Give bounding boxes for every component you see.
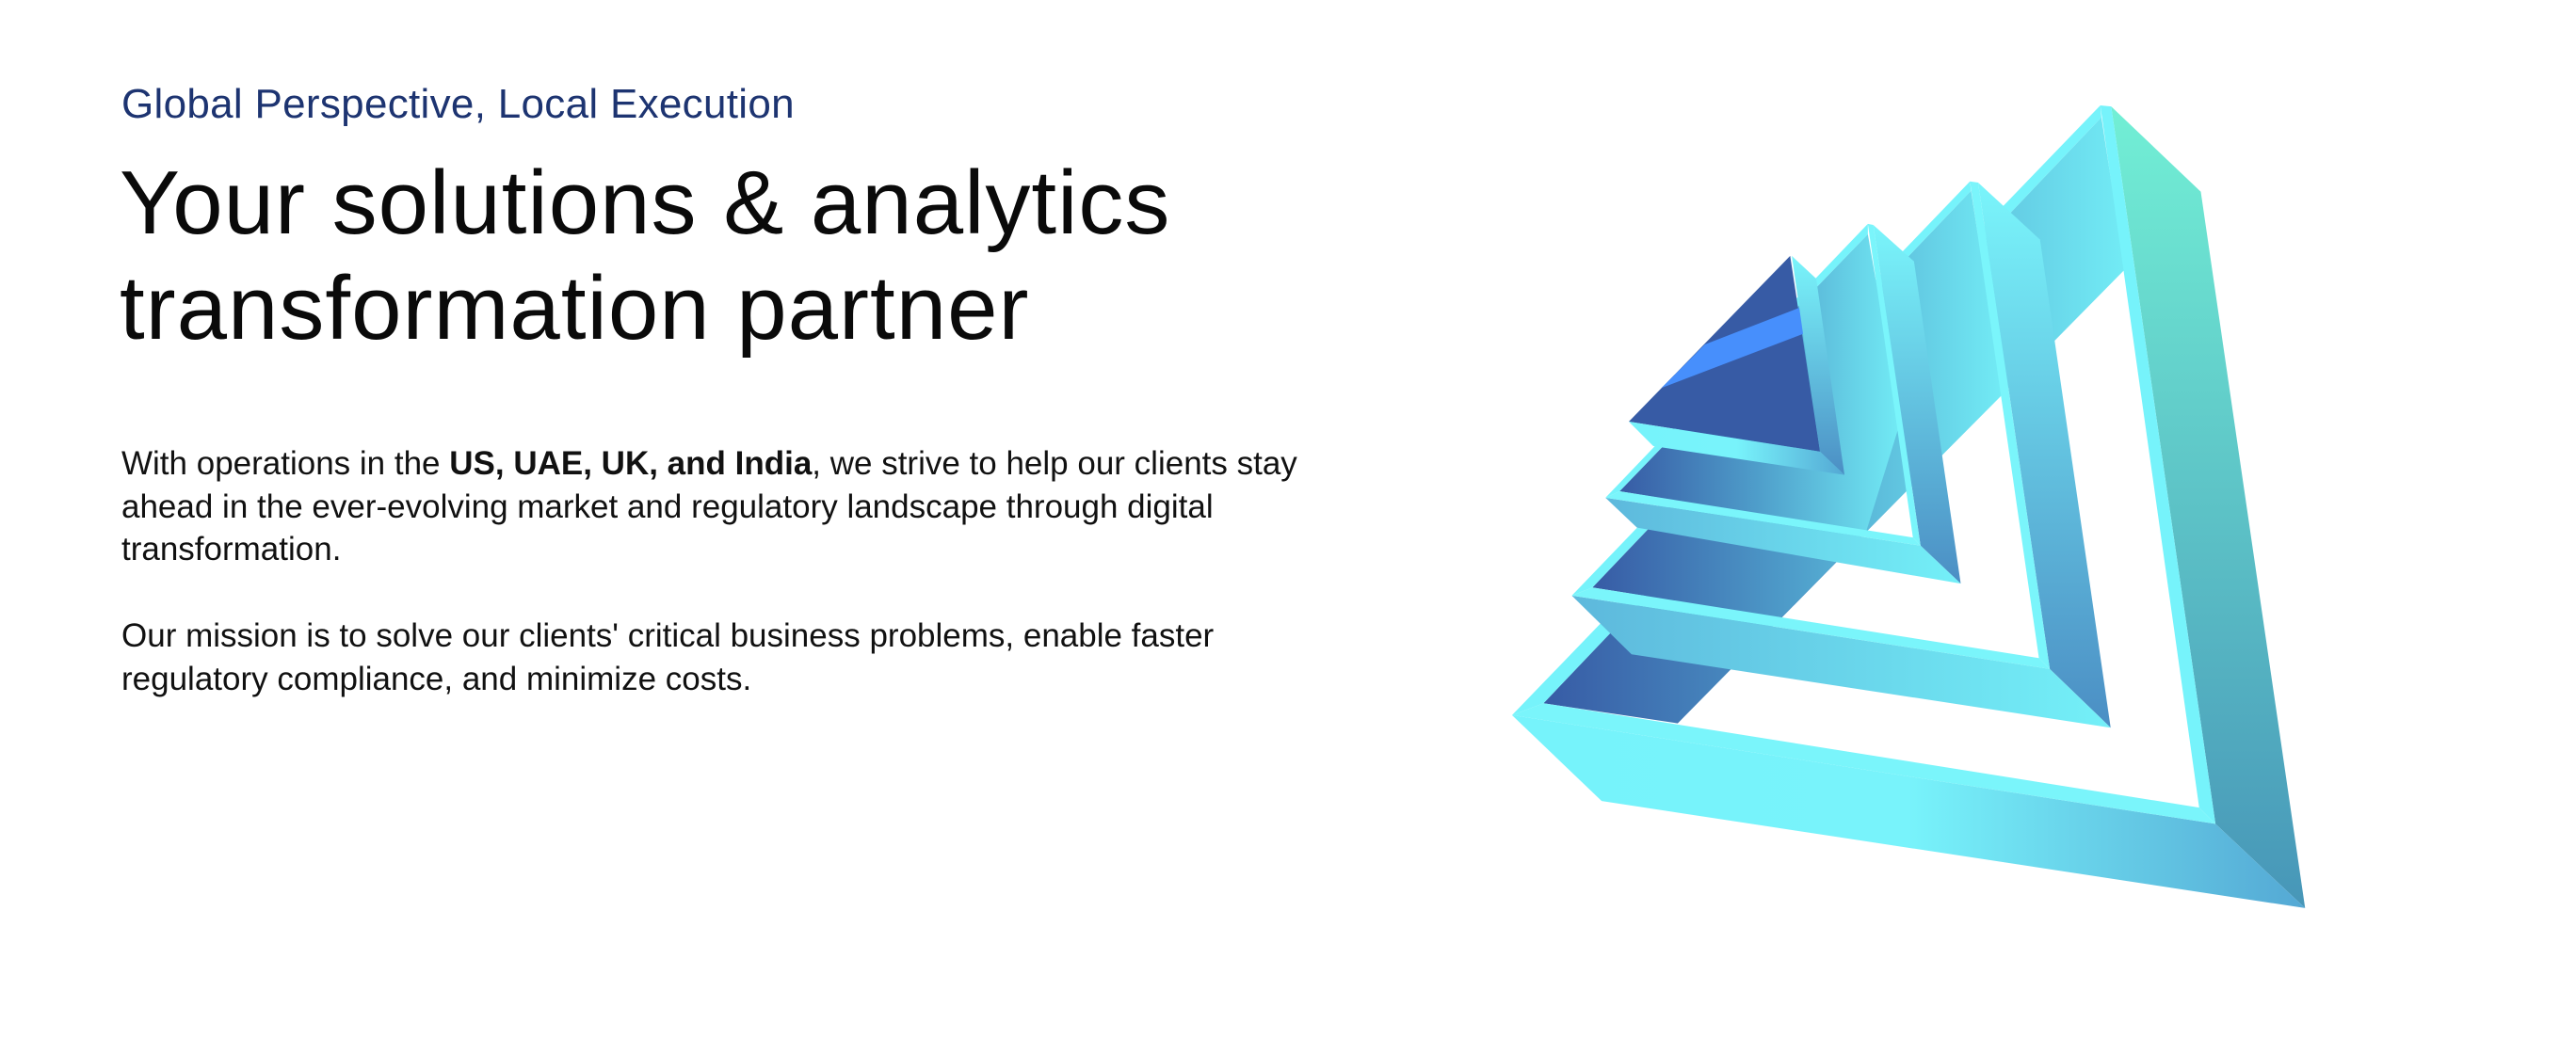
page-title: Your solutions & analytics transformatio… xyxy=(120,151,1170,361)
intro-locations: US, UAE, UK, and India xyxy=(449,445,813,482)
title-line-2: transformation partner xyxy=(120,258,1030,359)
eyebrow-heading: Global Perspective, Local Execution xyxy=(121,81,795,127)
intro-text-end: , we strive to help our clients stay ahe… xyxy=(121,445,1297,567)
title-line-1: Your solutions & analytics xyxy=(120,152,1171,253)
intro-text-start: With operations in the xyxy=(121,445,450,482)
intro-paragraph: With operations in the US, UAE, UK, and … xyxy=(121,442,1298,571)
impossible-triangle-illustration xyxy=(1511,104,2306,908)
mission-paragraph: Our mission is to solve our clients' cri… xyxy=(121,617,1215,697)
